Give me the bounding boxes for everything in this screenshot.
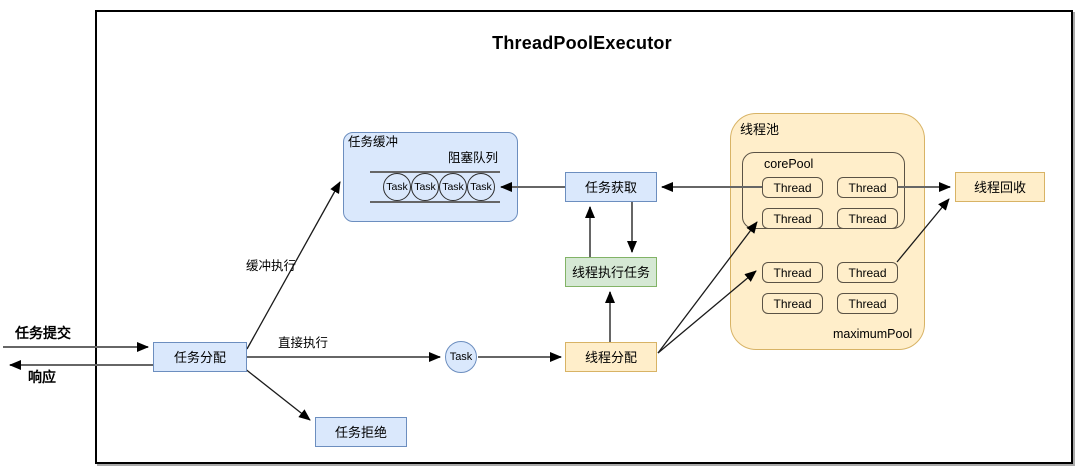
buffered-exec-label: 缓冲执行 [246, 259, 297, 273]
core-thread-node: Thread [837, 208, 898, 229]
diagram-frame [95, 10, 1073, 464]
maximum-pool-label: maximumPool [833, 327, 913, 341]
core-thread-node: Thread [762, 208, 823, 229]
task-circle-node: Task [445, 341, 477, 373]
blocking-queue-label: 阻塞队列 [448, 151, 499, 165]
task-dispatch-node: 任务分配 [153, 342, 247, 372]
direct-exec-label: 直接执行 [278, 336, 329, 350]
task-fetch-node: 任务获取 [565, 172, 657, 202]
thread-dispatch-node: 线程分配 [565, 342, 657, 372]
response-label: 响应 [28, 369, 56, 385]
task-submit-label: 任务提交 [15, 325, 71, 341]
core-thread-node: Thread [762, 177, 823, 198]
queue-task-circle: Task [411, 173, 439, 201]
task-buffer-label: 任务缓冲 [348, 135, 399, 149]
max-thread-node: Thread [762, 293, 823, 314]
thread-pool-container [730, 113, 925, 350]
core-pool-label: corePool [764, 157, 814, 171]
queue-task-circle: Task [383, 173, 411, 201]
diagram-title: ThreadPoolExecutor [492, 33, 672, 53]
core-thread-node: Thread [837, 177, 898, 198]
queue-task-circle: Task [467, 173, 495, 201]
max-thread-node: Thread [762, 262, 823, 283]
thread-exec-node: 线程执行任务 [565, 257, 657, 287]
core-pool-container [742, 152, 905, 229]
max-thread-node: Thread [837, 293, 898, 314]
thread-pool-label: 线程池 [740, 122, 780, 137]
queue-task-circle: Task [439, 173, 467, 201]
thread-recycle-node: 线程回收 [955, 172, 1045, 202]
max-thread-node: Thread [837, 262, 898, 283]
task-reject-node: 任务拒绝 [315, 417, 407, 447]
